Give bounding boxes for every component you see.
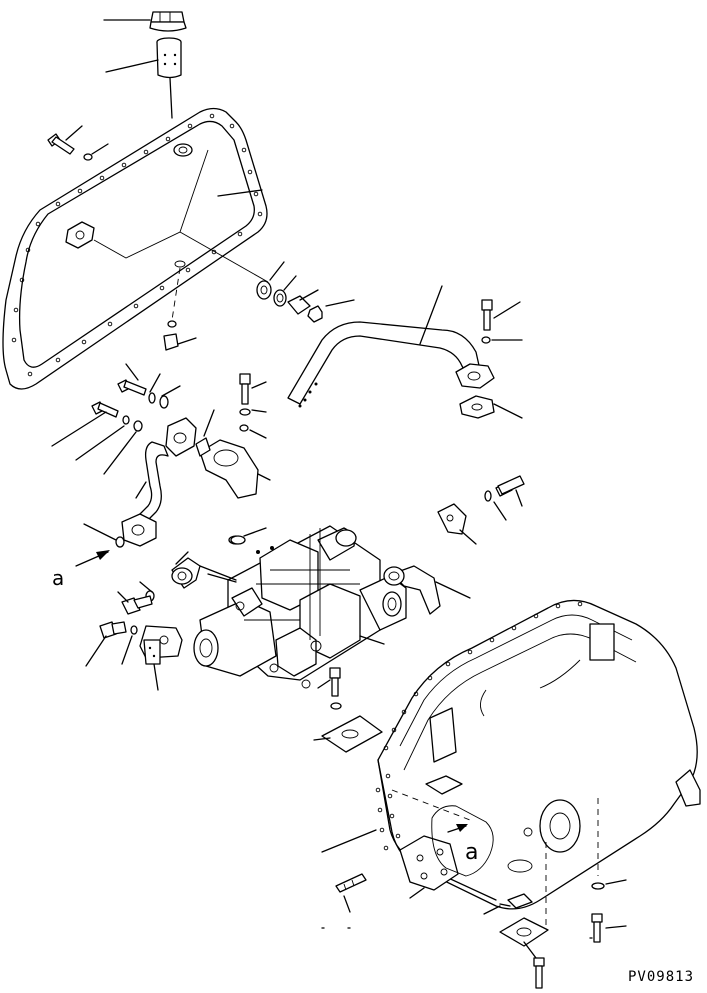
elbow-fitting [195,409,259,499]
bracket [437,475,525,545]
pipe-bolt [481,299,523,344]
figure-number: PV09813 [628,969,695,985]
drain-bolt-right [591,879,627,943]
strainer [105,37,182,119]
tank-flange-holes [375,601,583,851]
tank-cover-plate [2,107,269,390]
stud-bolt [335,873,367,913]
main-valve-body [193,525,407,689]
reference-label-a: a [52,566,65,590]
plug-small [207,535,246,583]
elbow-bolt [239,373,271,481]
drain-flange [499,893,549,989]
drain-valve [163,320,197,351]
hose-elbow [383,565,471,615]
hydraulic-tank [375,599,701,930]
flange-holes [11,113,263,377]
inset-detail-a [431,805,494,877]
mount-gasket [313,667,383,753]
drain-plug-set [256,261,355,323]
cover-bolt [47,125,109,161]
solenoid-valve [117,551,201,615]
bolt-stack-left [51,363,181,475]
suction-pipe [287,285,523,419]
fitting-left [85,621,183,691]
inset-reference-label-a: a [465,840,479,865]
oil-tube [83,417,197,548]
filler-cap [103,11,187,32]
leader-lines [321,829,593,939]
reference-arrow [75,550,110,567]
